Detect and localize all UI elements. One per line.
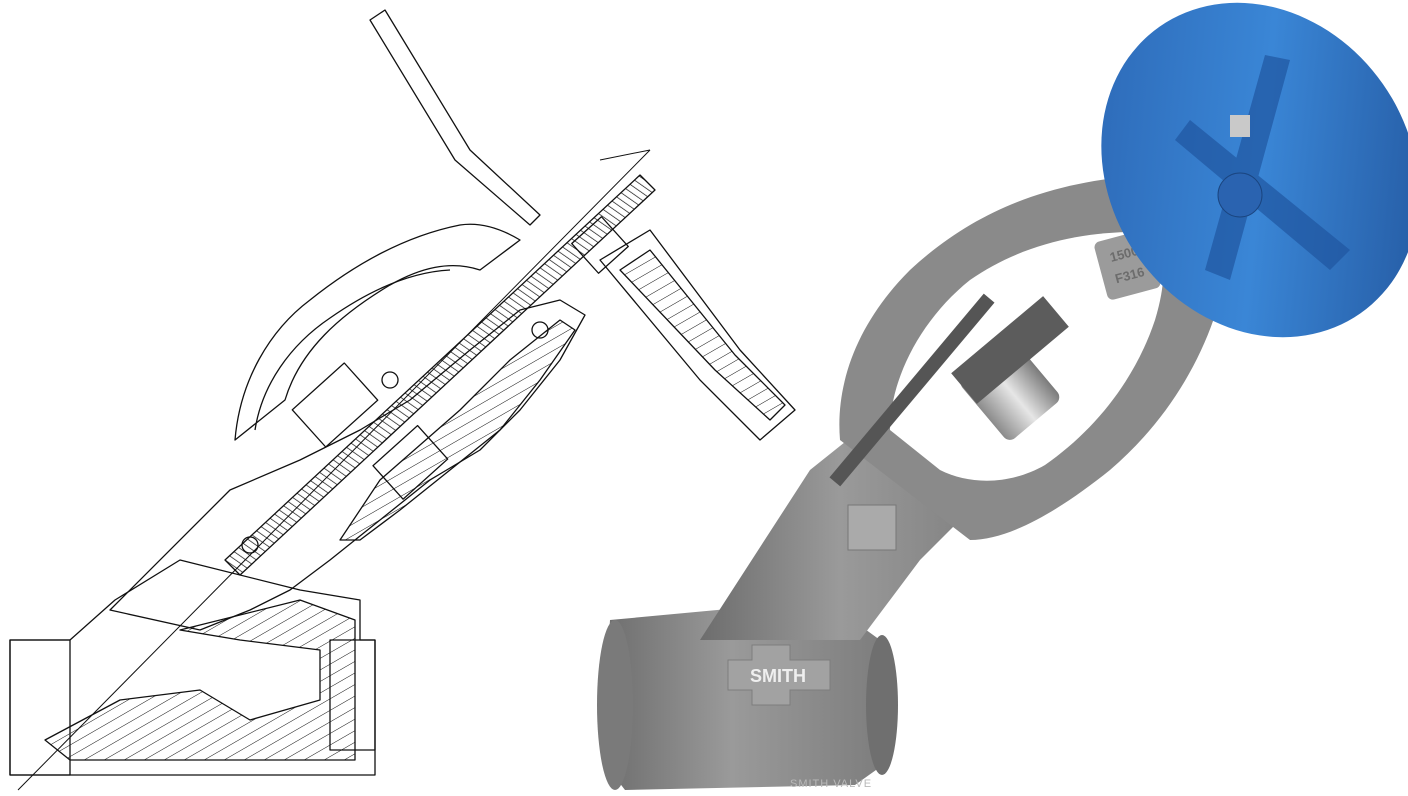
handwheel-upper-spoke: [369, 9, 541, 226]
valve-photo-svg: 1500 F316 SMITH: [597, 2, 1408, 790]
footer-caption: SMITH VALVE: [790, 778, 873, 790]
right-socket-end: [866, 635, 898, 775]
right-port: [329, 639, 376, 751]
bolt-3: [531, 321, 549, 339]
packing-nut: [291, 362, 379, 448]
nameplate-text: SMITH: [750, 666, 806, 686]
cross-section-svg: [9, 9, 796, 791]
handwheel-nut: [571, 216, 629, 274]
yoke-marking-line1: 1500: [1108, 243, 1140, 265]
stem-top-line: [599, 149, 651, 161]
gland-flange: [951, 296, 1069, 404]
handwheel-nut: [1230, 115, 1250, 137]
body-pipe: [602, 600, 890, 790]
handwheel-hatched-rim: [619, 249, 786, 421]
handwheel-hub: [1217, 172, 1263, 218]
valve-body-outline: [9, 559, 376, 776]
stem-threads: [224, 174, 656, 576]
yoke-outline: [234, 223, 521, 441]
smith-nameplate: SMITH: [727, 644, 831, 706]
handwheel-spokes: [1175, 55, 1350, 280]
bonnet-hex-nut: [847, 504, 897, 551]
body-hatched-section: [44, 599, 356, 761]
left-socket-end: [597, 620, 633, 790]
valve-product-photo: 1500 F316 SMITH: [590, 0, 1408, 796]
bonnet-hatched-section: [339, 319, 576, 541]
bonnet-outline: [109, 299, 586, 631]
yoke-marking-line2: F316: [1113, 264, 1146, 286]
handwheel: [1101, 2, 1408, 338]
yoke-inner: [254, 269, 451, 431]
left-port: [9, 639, 71, 776]
bolt-1: [241, 536, 259, 554]
cross-section-drawing: [9, 9, 796, 791]
nameplate-background: [727, 644, 831, 706]
bolt-2: [381, 371, 399, 389]
handwheel-lower-spoke: [599, 229, 796, 441]
gland-block: [372, 424, 449, 500]
stem: [829, 293, 995, 487]
